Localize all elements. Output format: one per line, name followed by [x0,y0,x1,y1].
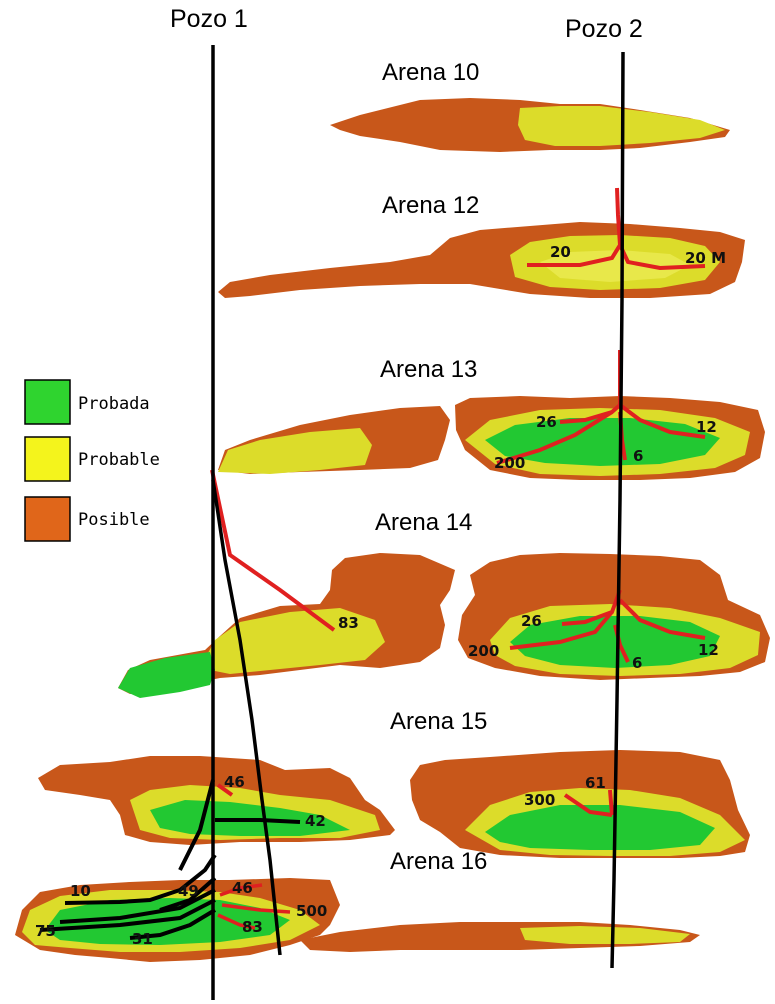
sand-body-15 [38,750,750,858]
sand-label-14: Arena 14 [375,509,472,536]
annotation-label: 20 [550,243,571,261]
annotation-label: 31 [132,930,153,948]
annotation-label: 26 [536,413,557,431]
probada-zone-west [118,652,215,698]
legend-swatch-posible [25,497,70,541]
sand-label-13: Arena 13 [380,356,477,383]
annotation-label: 20 M [685,249,726,267]
annotation-label: 83 [242,918,263,936]
legend-label-probada: Probada [78,394,150,414]
annotation-label: 61 [585,774,606,792]
annotation-label: 26 [521,612,542,630]
annotation-label: 10 [70,882,91,900]
sand-body-10 [330,98,730,152]
legend-swatch-probable [25,437,70,481]
sand-label-12: Arena 12 [382,192,479,219]
annotation-label: 500 [296,902,327,920]
annotation-label: 6 [632,654,642,672]
legend-label-probable: Probable [78,450,160,470]
annotation-label: 49 [178,882,199,900]
legend-swatch-probada [25,380,70,424]
well-2-label: Pozo 2 [565,15,643,43]
legend: Probada Probable Posible [25,380,160,541]
annotation-label: 83 [338,614,359,632]
well-1-label: Pozo 1 [170,5,248,33]
annotation-label: 46 [232,879,253,897]
annotation-label: 46 [224,773,245,791]
annotation-label: 300 [524,791,555,809]
annotation-label: 12 [698,641,719,659]
sand-label-15: Arena 15 [390,708,487,735]
sand-body-12 [218,188,745,298]
sand-label-16: Arena 16 [390,848,487,875]
annotation-label: 200 [468,642,499,660]
annotation-label: 200 [494,454,525,472]
sand-label-10: Arena 10 [382,59,479,86]
annotation-label: 6 [633,447,643,465]
annotation-label: 42 [305,812,326,830]
annotation-label: 12 [696,418,717,436]
legend-label-posible: Posible [78,510,150,530]
annotation-label: 75 [35,922,56,940]
sand-body-13 [218,350,765,480]
